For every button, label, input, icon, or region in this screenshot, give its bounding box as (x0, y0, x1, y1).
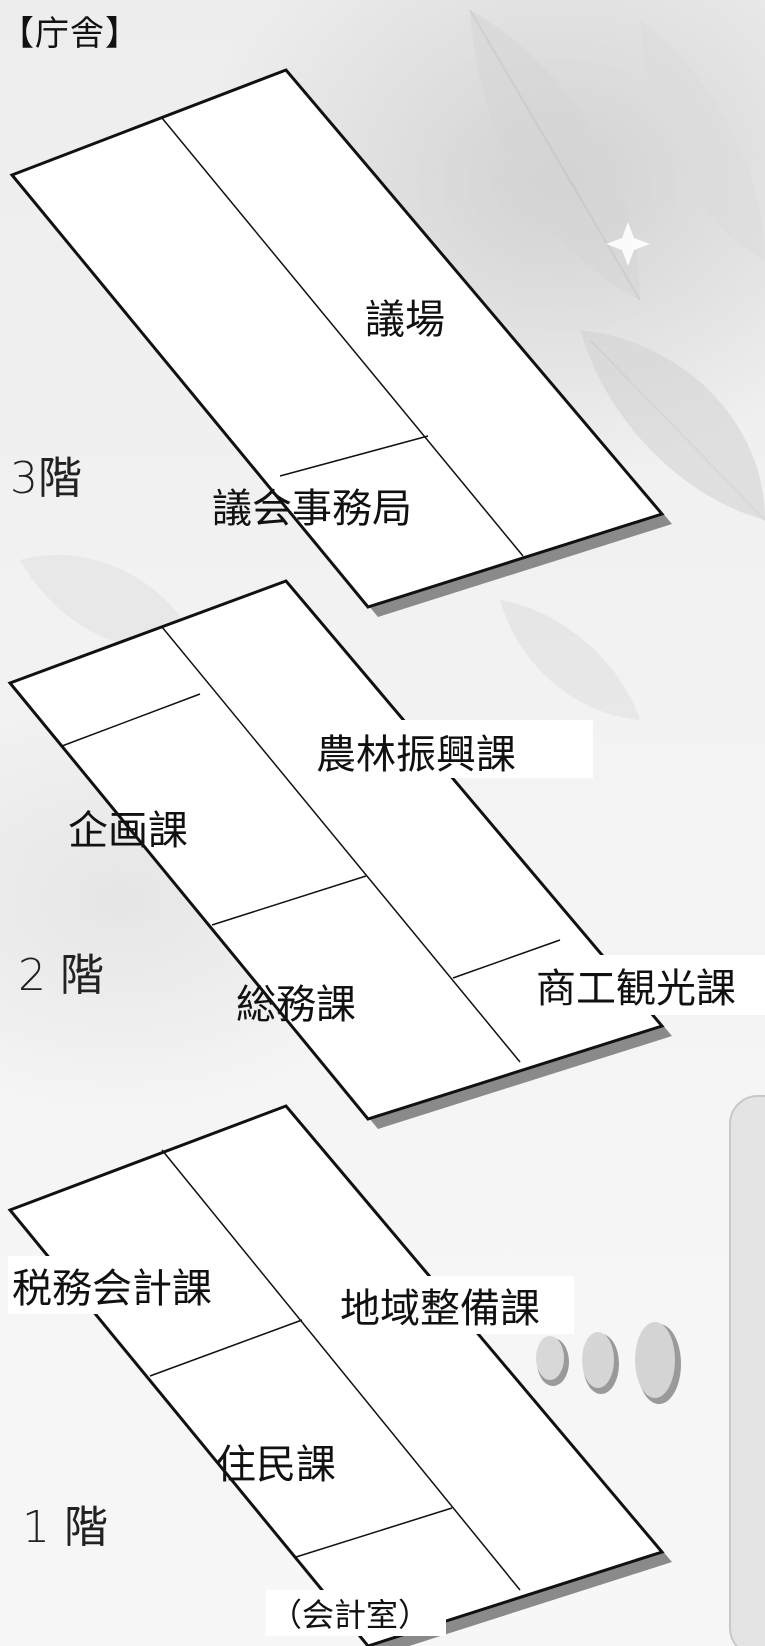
page-title: 【庁舎】 (0, 14, 140, 54)
floor-1-plan: 税務会計課 地域整備課 住民課 （会計室） (7, 1104, 672, 1646)
room-zeimu-kaikei-label: 税務会計課 (12, 1266, 212, 1312)
room-shoko-kanko-label: 商工観光課 (536, 966, 736, 1012)
floor-2-divider-kikaku-somu (211, 875, 367, 926)
floor-1-divider-kaikei (295, 1507, 453, 1558)
floor-1-slab (7, 1104, 665, 1646)
sparkle-decoration (606, 222, 650, 266)
oval-dots-decoration (536, 1322, 681, 1404)
floor-3-divider-secretariat (279, 435, 429, 477)
room-kikaku-label: 企画課 (68, 808, 188, 854)
floor-2-divider-main (161, 626, 521, 1063)
floor-2-divider-kikaku-top (61, 693, 201, 747)
side-panel-decoration (729, 1095, 765, 1646)
room-gijo-label: 議場 (365, 297, 445, 343)
room-somu-label: 総務課 (236, 982, 356, 1028)
label-bg-chiiki (338, 1276, 574, 1334)
leaf-decoration-5 (500, 600, 640, 720)
floor-2-plan: 農林振興課 企画課 総務課 商工観光課 (7, 579, 765, 1129)
room-chiiki-seibi-label: 地域整備課 (340, 1286, 540, 1332)
label-bg-zeimu (8, 1256, 244, 1314)
room-gikai-jimukyoku-label: 議会事務局 (212, 486, 412, 532)
room-norin-shinko-label: 農林振興課 (316, 732, 516, 778)
floor-3-slab (9, 68, 665, 609)
label-bg-kaikei (266, 1590, 446, 1636)
floor-3-plan: 議場 議会事務局 (9, 68, 672, 617)
floor-1-divider-main (161, 1149, 521, 1591)
room-kaikei-shitsu-label: （会計室） (270, 1596, 430, 1634)
leaf-decoration-2 (640, 20, 765, 260)
floor-1-label: 1 階 (22, 1502, 108, 1553)
floor-1-divider-zeimu-jumin (149, 1319, 303, 1377)
floor-2-divider-shoko (452, 939, 561, 979)
label-bg-shoko (530, 955, 765, 1015)
floor-2-label: 2 階 (18, 950, 104, 1001)
room-jumin-label: 住民課 (216, 1442, 336, 1488)
leaf-decoration-4 (20, 554, 200, 652)
label-bg-norin (308, 720, 593, 778)
floor-3-label: 3階 (10, 453, 82, 504)
background-leaves (20, 9, 765, 720)
floor-3-divider-main (161, 117, 524, 557)
floor-2-slab (7, 579, 665, 1121)
